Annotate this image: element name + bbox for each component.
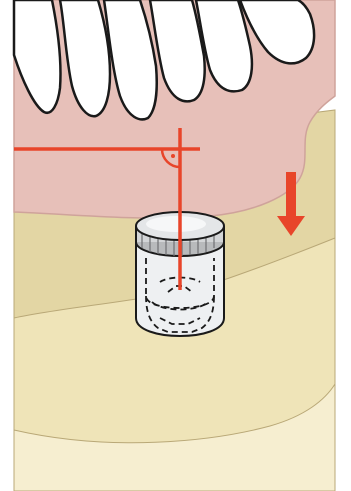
right-angle-dot bbox=[171, 154, 175, 158]
down-arrow-shaft bbox=[286, 172, 296, 220]
implant-cap-highlight bbox=[146, 216, 206, 232]
